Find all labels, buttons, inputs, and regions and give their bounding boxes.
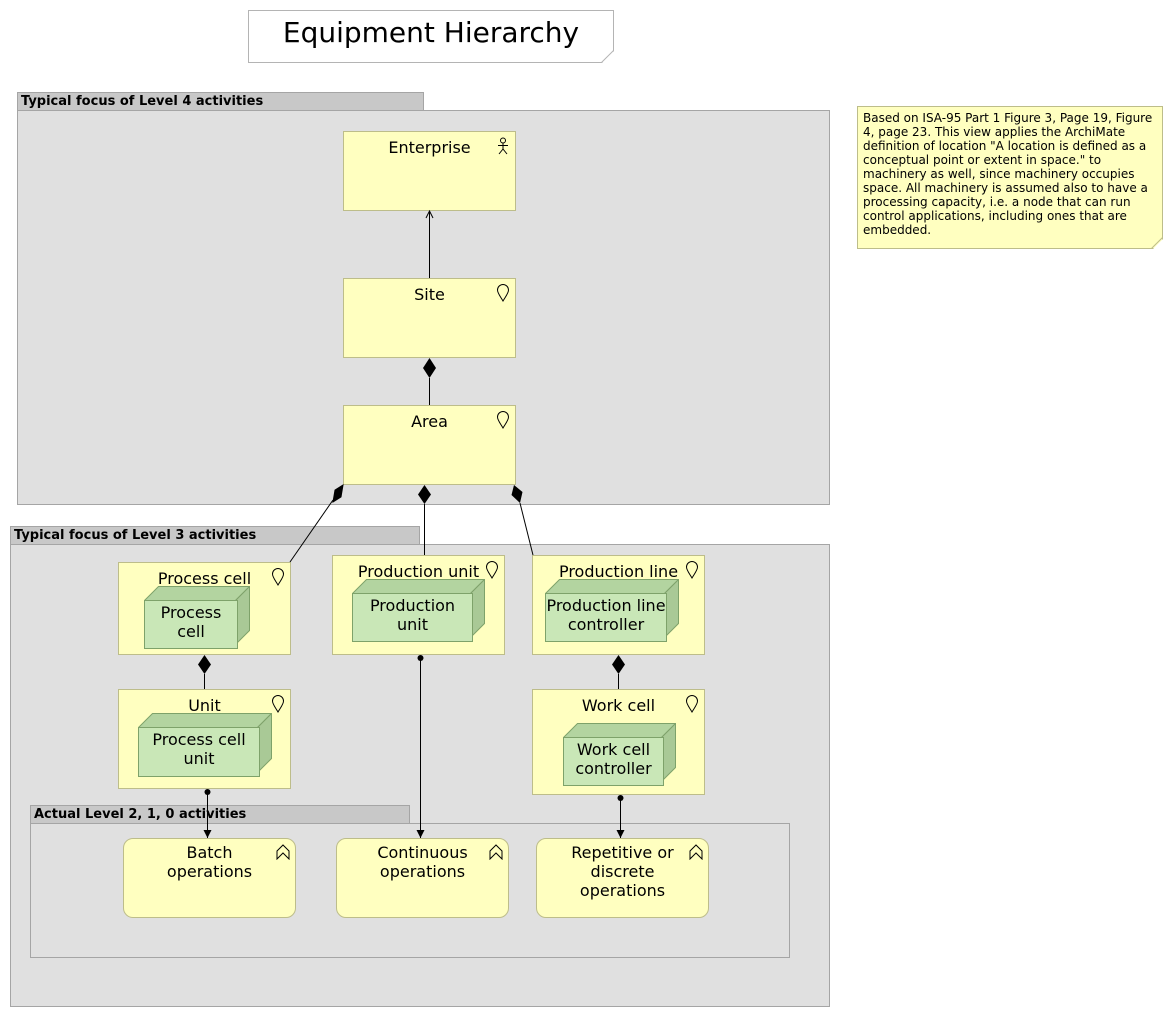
location-pin-icon — [271, 695, 285, 713]
site-element[interactable]: Site — [343, 278, 516, 358]
process-cell-element[interactable]: Process cell Process cell — [118, 562, 291, 655]
area-process-cell-composition[interactable] — [289, 483, 344, 563]
production-unit-label: Production unit — [357, 562, 480, 581]
business-event-icon — [276, 844, 290, 860]
production-line-work-cell-composition[interactable] — [612, 655, 625, 689]
process-cell-unit-node[interactable]: Process cell unit — [138, 713, 272, 777]
group-level210-tab[interactable]: Actual Level 2, 1, 0 activities — [30, 805, 410, 824]
production-unit-node-label: Production unit — [352, 593, 473, 642]
business-event-icon — [489, 844, 503, 860]
isa95-note[interactable]: Based on ISA-95 Part 1 Figure 3, Page 19… — [857, 106, 1163, 249]
group-level4-tab[interactable]: Typical focus of Level 4 activities — [17, 92, 424, 111]
production-line-label: Production line — [558, 562, 679, 581]
work-cell-repetitive-triggering[interactable] — [616, 795, 625, 838]
production-unit-continuous-triggering[interactable] — [416, 655, 425, 838]
repetitive-operations-event[interactable]: Repetitive or discrete operations — [536, 838, 709, 918]
location-pin-icon — [685, 695, 699, 713]
work-cell-label: Work cell — [581, 696, 656, 715]
note-corner — [1151, 237, 1163, 249]
diagram-title: Equipment Hierarchy — [248, 10, 614, 63]
production-line-element[interactable]: Production line Production line controll… — [532, 555, 705, 655]
location-pin-icon — [271, 568, 285, 586]
site-to-enterprise-connection[interactable] — [425, 209, 434, 278]
repetitive-operations-label: Repetitive or discrete operations — [571, 843, 674, 900]
site-label: Site — [414, 285, 445, 304]
unit-element[interactable]: Unit Process cell unit — [118, 689, 291, 789]
location-pin-icon — [496, 411, 510, 429]
production-line-controller-node-label: Production line controller — [545, 593, 667, 642]
area-production-line-composition[interactable] — [511, 485, 534, 556]
area-element[interactable]: Area — [343, 405, 516, 485]
production-line-controller-node[interactable]: Production line controller — [545, 579, 679, 642]
continuous-operations-event[interactable]: Continuous operations — [336, 838, 509, 918]
batch-operations-label: Batch operations — [166, 843, 253, 881]
work-cell-element[interactable]: Work cell Work cell controller — [532, 689, 705, 795]
enterprise-label: Enterprise — [388, 138, 471, 157]
production-unit-element[interactable]: Production unit Production unit — [332, 555, 505, 655]
production-unit-node[interactable]: Production unit — [352, 579, 485, 642]
actor-icon — [498, 137, 508, 155]
unit-label: Unit — [188, 696, 221, 715]
site-area-composition[interactable] — [423, 358, 436, 405]
process-cell-node[interactable]: Process cell — [144, 586, 250, 649]
process-cell-node-label: Process cell — [144, 600, 238, 649]
title-corner — [601, 50, 614, 63]
work-cell-controller-node[interactable]: Work cell controller — [563, 723, 676, 786]
continuous-operations-label: Continuous operations — [377, 843, 468, 881]
business-event-icon — [689, 844, 703, 860]
node-box-icon — [144, 586, 250, 645]
process-cell-unit-composition[interactable] — [198, 655, 211, 689]
area-label: Area — [411, 412, 448, 431]
location-pin-icon — [685, 561, 699, 579]
unit-batch-triggering[interactable] — [203, 789, 212, 838]
process-cell-label: Process cell — [157, 569, 252, 588]
location-pin-icon — [485, 561, 499, 579]
enterprise-element[interactable]: Enterprise — [343, 131, 516, 211]
location-pin-icon — [496, 284, 510, 302]
note-text: Based on ISA-95 Part 1 Figure 3, Page 19… — [863, 111, 1153, 237]
batch-operations-event[interactable]: Batch operations — [123, 838, 296, 918]
node-box-icon — [563, 723, 676, 782]
work-cell-controller-node-label: Work cell controller — [563, 737, 664, 786]
process-cell-unit-node-label: Process cell unit — [138, 727, 260, 777]
area-production-unit-composition[interactable] — [418, 485, 431, 555]
group-level3-tab[interactable]: Typical focus of Level 3 activities — [10, 526, 420, 545]
